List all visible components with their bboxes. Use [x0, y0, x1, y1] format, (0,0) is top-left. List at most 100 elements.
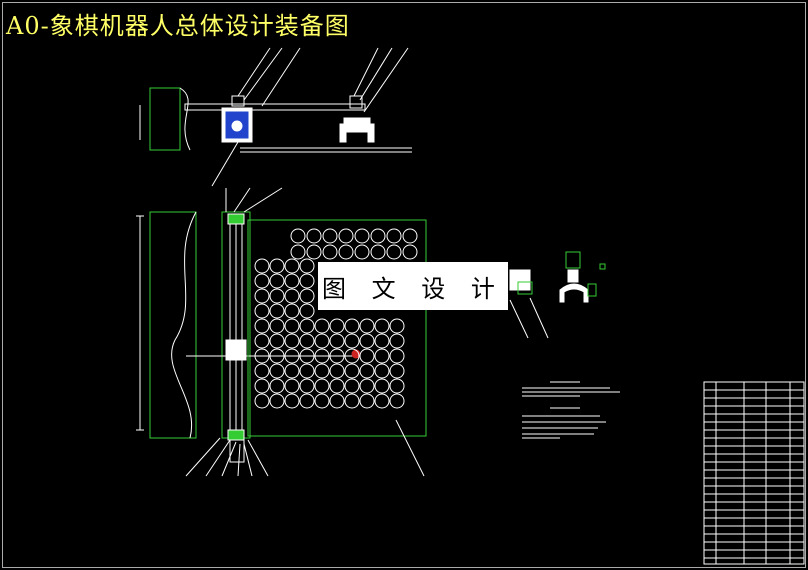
- chess-piece-circle: [344, 348, 360, 364]
- chess-piece-circle: [284, 348, 300, 364]
- leader-b3: [221, 441, 237, 477]
- rail-top-block: [227, 213, 245, 225]
- chess-piece-circle: [254, 273, 270, 289]
- chess-piece-circle: [370, 228, 386, 244]
- chess-piece-circle: [374, 348, 390, 364]
- top-green-frame: [149, 87, 181, 151]
- parts-list-rows: [704, 389, 804, 559]
- chess-piece-circle: [374, 333, 390, 349]
- chess-piece-circle: [284, 318, 300, 334]
- chess-piece-circle: [344, 378, 360, 394]
- gripper-claw: [343, 117, 371, 133]
- chess-piece-circle: [284, 363, 300, 379]
- rail-bottom-block: [227, 429, 245, 441]
- chess-piece-circle: [374, 318, 390, 334]
- leader-b5: [243, 443, 253, 477]
- chess-piece-circle: [359, 363, 375, 379]
- chess-piece-circle: [344, 393, 360, 409]
- chess-piece-circle: [299, 393, 315, 409]
- chess-piece-circle: [386, 228, 402, 244]
- detail-b-mark: [599, 263, 606, 270]
- board-break-line: [171, 211, 197, 439]
- leader-7: [211, 141, 239, 187]
- leader-b6: [247, 439, 269, 477]
- chess-piece-circle: [314, 393, 330, 409]
- chess-piece-circle: [284, 288, 300, 304]
- chess-piece-circle: [284, 333, 300, 349]
- board-outline: [247, 219, 427, 437]
- detail-b-top: [565, 251, 581, 269]
- chess-piece-circle: [254, 363, 270, 379]
- board-assembly: [136, 187, 427, 477]
- chess-piece-circle: [284, 303, 300, 319]
- chess-piece-circle: [314, 318, 330, 334]
- chess-piece-circle: [306, 244, 322, 260]
- chess-piece-circle: [359, 393, 375, 409]
- chess-piece-circle: [314, 363, 330, 379]
- chess-piece-circle: [254, 348, 270, 364]
- detail-b-neck: [567, 269, 579, 283]
- chess-piece-circle: [299, 258, 315, 274]
- leader-t2: [233, 187, 251, 213]
- chess-piece-circle: [359, 318, 375, 334]
- chess-piece-circle: [254, 303, 270, 319]
- chess-piece-circle: [322, 228, 338, 244]
- leader-1: [237, 47, 271, 97]
- chess-piece-circle: [374, 378, 390, 394]
- chess-piece-circle: [386, 244, 402, 260]
- chess-piece-circle: [329, 363, 345, 379]
- chess-piece-circle: [284, 258, 300, 274]
- chess-piece-circle: [290, 244, 306, 260]
- chess-piece-circle: [269, 393, 285, 409]
- detail-b-side: [587, 283, 597, 297]
- chess-piece-circle: [329, 333, 345, 349]
- chess-piece-circle: [314, 333, 330, 349]
- gripper-finger-left: [339, 123, 347, 143]
- chess-piece-circle: [344, 318, 360, 334]
- top-rail: [184, 103, 366, 111]
- chess-piece-circle: [269, 288, 285, 304]
- chess-piece-circle: [254, 333, 270, 349]
- leader-b7: [395, 419, 425, 477]
- chess-piece-circle: [299, 378, 315, 394]
- leader-5: [359, 47, 393, 101]
- chess-piece-circle: [254, 393, 270, 409]
- chess-piece-circle: [299, 303, 315, 319]
- detail-a-leader: [509, 299, 529, 339]
- chess-piece-circle: [389, 318, 405, 334]
- chess-piece-circle: [269, 303, 285, 319]
- chess-piece-circle: [329, 348, 345, 364]
- chess-piece-circle: [269, 273, 285, 289]
- chess-piece-circle: [354, 228, 370, 244]
- chess-piece-circle: [354, 244, 370, 260]
- chess-piece-circle: [329, 318, 345, 334]
- chess-piece-circle: [329, 393, 345, 409]
- parts-list-frame: [703, 381, 805, 565]
- title-block: [703, 381, 805, 565]
- chess-piece-circle: [254, 258, 270, 274]
- chess-piece-circle: [344, 333, 360, 349]
- chess-piece-circle: [359, 378, 375, 394]
- chess-piece-circle: [374, 363, 390, 379]
- gripper-top: [349, 95, 363, 109]
- chess-piece-circle: [389, 363, 405, 379]
- chess-piece-circle: [299, 288, 315, 304]
- chess-piece-circle: [299, 363, 315, 379]
- chess-piece-circle: [338, 228, 354, 244]
- chess-piece-circle: [284, 378, 300, 394]
- chess-piece-grid: [254, 228, 418, 409]
- chess-piece-circle: [290, 228, 306, 244]
- chess-piece-circle: [269, 378, 285, 394]
- chess-piece-circle: [299, 348, 315, 364]
- chess-piece-circle: [370, 244, 386, 260]
- chess-piece-circle: [254, 318, 270, 334]
- chess-piece-circle: [284, 393, 300, 409]
- leader-b4: [237, 443, 241, 477]
- chess-piece-circle: [254, 378, 270, 394]
- leader-4: [353, 47, 379, 97]
- chess-piece-circle: [322, 244, 338, 260]
- chess-piece-circle: [269, 348, 285, 364]
